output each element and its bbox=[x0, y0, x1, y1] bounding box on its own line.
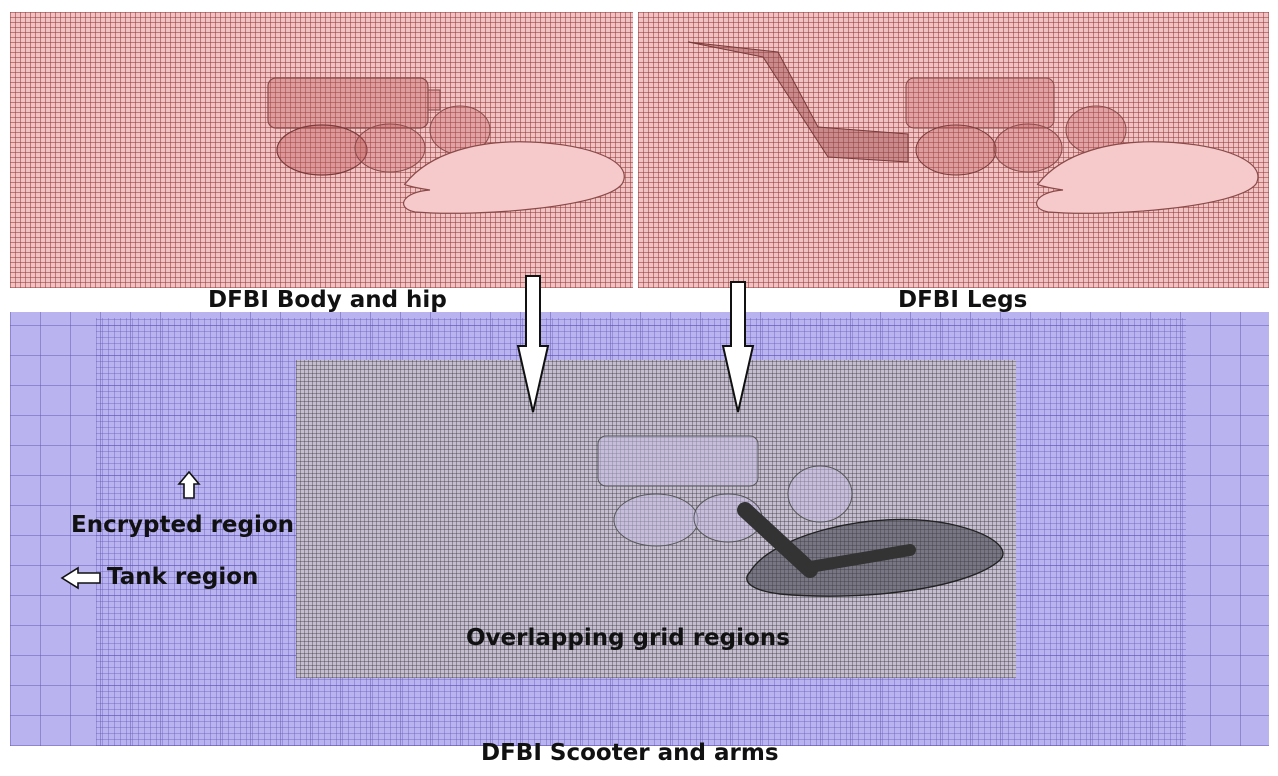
legs-geometry bbox=[687, 41, 1259, 214]
body-chest-shape bbox=[354, 123, 426, 173]
legs-mesh-panel bbox=[638, 12, 1269, 288]
body-torso-shape bbox=[267, 77, 429, 129]
body-hip-geometry bbox=[267, 77, 625, 214]
label-legs: DFBI Legs bbox=[898, 287, 1028, 313]
overlap-torso-shape bbox=[597, 435, 759, 487]
scooter-arms-mesh-panel bbox=[10, 312, 1269, 746]
overlap-hip-shape bbox=[613, 493, 699, 547]
label-body-hip: DFBI Body and hip bbox=[208, 287, 447, 313]
scooter-arms-geometry bbox=[597, 435, 1004, 597]
label-encrypted-region: Encrypted region bbox=[71, 512, 295, 538]
legs-chest-shape bbox=[993, 123, 1063, 173]
label-scooter-arms: DFBI Scooter and arms bbox=[481, 740, 779, 766]
body-neck-shape bbox=[427, 89, 441, 111]
legs-torso-shape bbox=[905, 77, 1055, 129]
overlap-head-shape bbox=[787, 465, 853, 523]
hip-shape bbox=[276, 124, 368, 176]
label-tank-region: Tank region bbox=[107, 564, 259, 590]
handlebar-shape bbox=[804, 544, 916, 573]
legs-scooter-outline-shape bbox=[1036, 141, 1259, 214]
scooter-outline-shape bbox=[403, 141, 625, 214]
leg-shape bbox=[687, 41, 909, 163]
body-hip-mesh-panel bbox=[10, 12, 633, 288]
label-overlapping-grid: Overlapping grid regions bbox=[466, 625, 790, 651]
arm-shape bbox=[737, 502, 818, 578]
legs-hip-shape bbox=[915, 124, 997, 176]
